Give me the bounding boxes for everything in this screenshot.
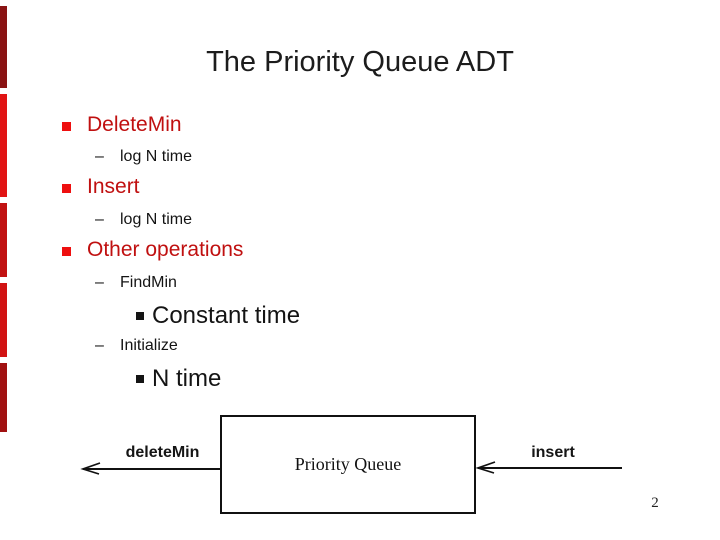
- page-number: 2: [651, 495, 659, 511]
- black-square-bullet-icon: [136, 375, 144, 383]
- left-accent-bar-segment: [0, 203, 7, 277]
- bullet-level1-label: Insert: [87, 175, 140, 198]
- priority-queue-box-label: Priority Queue: [294, 454, 402, 474]
- priority-queue-box: Priority Queue: [220, 415, 476, 514]
- insert-arrow-label: insert: [531, 444, 575, 461]
- left-accent-bar-segment: [0, 94, 7, 197]
- bullet-level2-label: Initialize: [120, 337, 178, 354]
- bullet-level2-label: log N time: [120, 148, 193, 165]
- delete-min-arrow-icon: [80, 462, 222, 475]
- dash-bullet-icon: –: [95, 148, 104, 165]
- dash-bullet-icon: –: [95, 211, 104, 228]
- red-square-bullet-icon: [62, 184, 71, 193]
- left-accent-bar-segment: [0, 6, 7, 88]
- bullet-level2-label: log N time: [120, 211, 193, 228]
- left-accent-bar-segment: [0, 283, 7, 357]
- red-square-bullet-icon: [62, 122, 71, 131]
- black-square-bullet-icon: [136, 312, 144, 320]
- slide-title: The Priority Queue ADT: [206, 46, 514, 78]
- delete-min-arrow-label: deleteMin: [125, 444, 200, 461]
- bullet-level1-label: DeleteMin: [87, 113, 182, 136]
- dash-bullet-icon: –: [95, 274, 104, 291]
- red-square-bullet-icon: [62, 247, 71, 256]
- left-accent-bar-segment: [0, 363, 7, 432]
- insert-arrow-icon: [475, 461, 622, 474]
- dash-bullet-icon: –: [95, 337, 104, 354]
- bullet-level2-label: FindMin: [120, 274, 177, 291]
- bullet-level3-label: N time: [152, 365, 222, 392]
- bullet-level1-label: Other operations: [87, 238, 244, 261]
- bullet-level3-label: Constant time: [152, 302, 301, 329]
